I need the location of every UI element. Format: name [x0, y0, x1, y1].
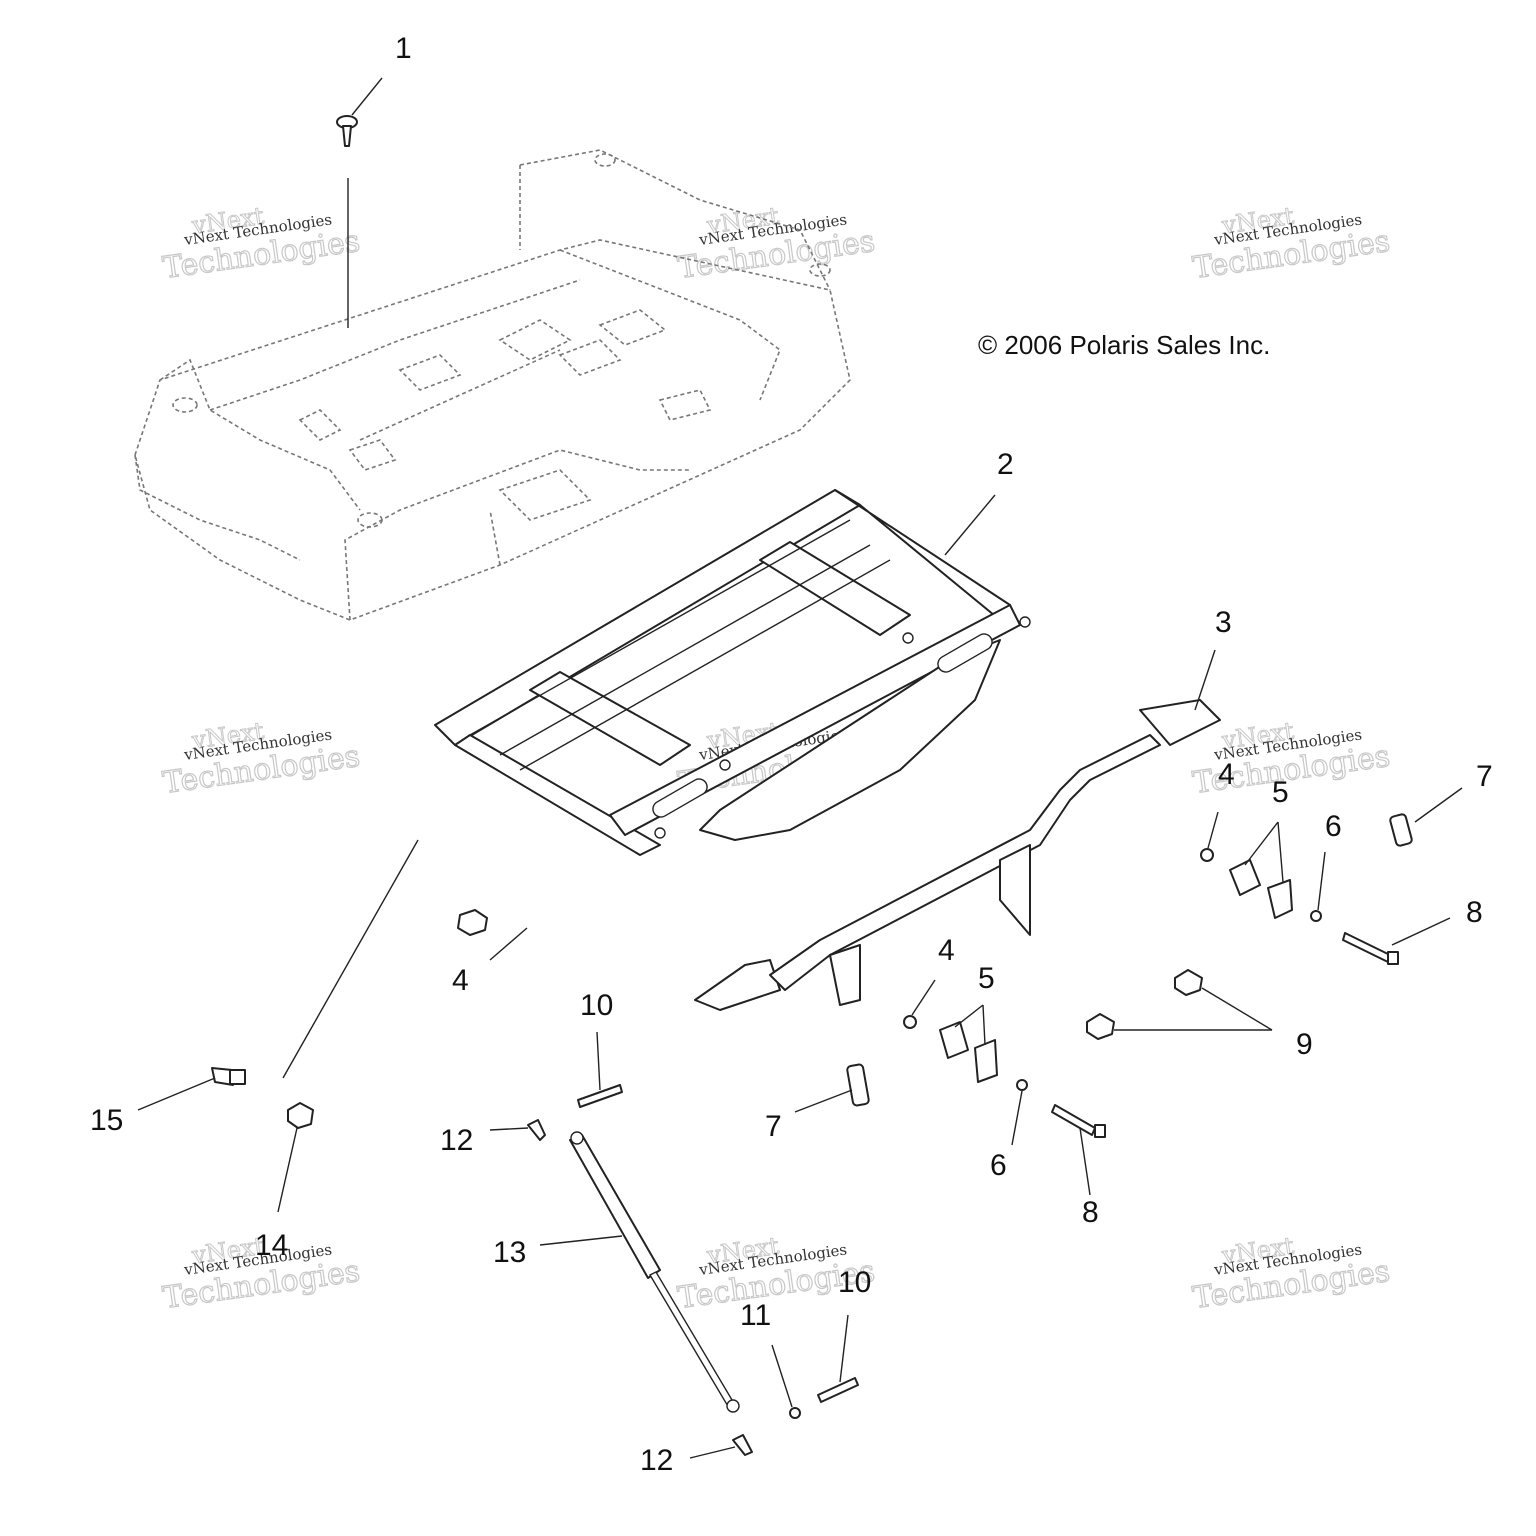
washer-part-6-right — [1310, 910, 1322, 922]
callouts: 1 2 3 4 4 4 5 5 6 6 7 7 8 8 9 10 10 11 1… — [90, 32, 1493, 1477]
gas-strut-part-13 — [569, 1131, 740, 1413]
nut-part-4-right — [1200, 848, 1214, 862]
leader-lines — [137, 77, 1463, 1459]
watermark-bottom-right: vNext vNext Technologies Technologies — [1190, 1231, 1393, 1316]
callout-4-left: 4 — [452, 964, 469, 997]
pin-part-10-lower — [817, 1377, 859, 1403]
callout-6-center: 6 — [990, 1149, 1007, 1182]
spacer-part-7-center — [846, 1063, 870, 1107]
callout-5-center: 5 — [978, 962, 995, 995]
cargo-box — [134, 149, 851, 621]
copyright-notice: © 2006 Polaris Sales Inc. — [978, 330, 1270, 360]
latch-bar — [694, 699, 1221, 1011]
washer-part-6-center — [1016, 1079, 1028, 1091]
callout-12-upper: 12 — [440, 1124, 473, 1157]
pin-part-10-upper — [577, 1084, 623, 1108]
callout-7-right: 7 — [1476, 760, 1493, 793]
bolt-part-15 — [211, 1067, 246, 1086]
callout-5-right: 5 — [1272, 776, 1289, 809]
callout-13: 13 — [493, 1236, 526, 1269]
cargo-box-frame — [434, 489, 1031, 856]
nut-part-9-upper — [1174, 969, 1203, 996]
callout-1: 1 — [395, 32, 412, 65]
callout-4-center: 4 — [938, 934, 955, 967]
callout-8-center: 8 — [1082, 1196, 1099, 1229]
callout-9: 9 — [1296, 1028, 1313, 1061]
callout-12-lower: 12 — [640, 1444, 673, 1477]
washer-part-11 — [789, 1407, 801, 1419]
callout-7-center: 7 — [765, 1110, 782, 1143]
callout-14: 14 — [255, 1229, 288, 1262]
watermark-top-center: vNext vNext Technologies Technologies — [675, 201, 878, 286]
bushing-part-5-right — [1229, 859, 1293, 919]
callout-3: 3 — [1215, 606, 1232, 639]
bolt-part-8-right — [1342, 932, 1399, 965]
bushing-part-5-center — [939, 1021, 998, 1083]
screw-part-1 — [336, 115, 358, 147]
nut-part-14 — [287, 1102, 314, 1129]
clip-part-12-upper — [527, 1119, 546, 1141]
bolt-part-8-center — [1051, 1104, 1106, 1138]
callout-10-lower: 10 — [838, 1266, 871, 1299]
callout-10-upper: 10 — [580, 989, 613, 1022]
clip-part-12-lower — [732, 1434, 753, 1456]
callout-6-right: 6 — [1325, 810, 1342, 843]
callout-11: 11 — [740, 1299, 771, 1332]
nut-part-4-left — [457, 909, 488, 936]
watermark-top-left: vNext vNext Technologies Technologies — [160, 201, 363, 286]
callout-8-right: 8 — [1466, 896, 1483, 929]
spacer-part-7-right — [1389, 813, 1413, 847]
nut-part-9-lower — [1086, 1013, 1115, 1040]
nut-part-4-center — [903, 1015, 917, 1029]
callout-15: 15 — [90, 1104, 123, 1137]
watermark-mid-left: vNext vNext Technologies Technologies — [160, 716, 363, 801]
callout-2: 2 — [997, 448, 1014, 481]
watermark-top-right: vNext vNext Technologies Technologies — [1190, 201, 1393, 286]
callout-4-right: 4 — [1218, 758, 1235, 791]
